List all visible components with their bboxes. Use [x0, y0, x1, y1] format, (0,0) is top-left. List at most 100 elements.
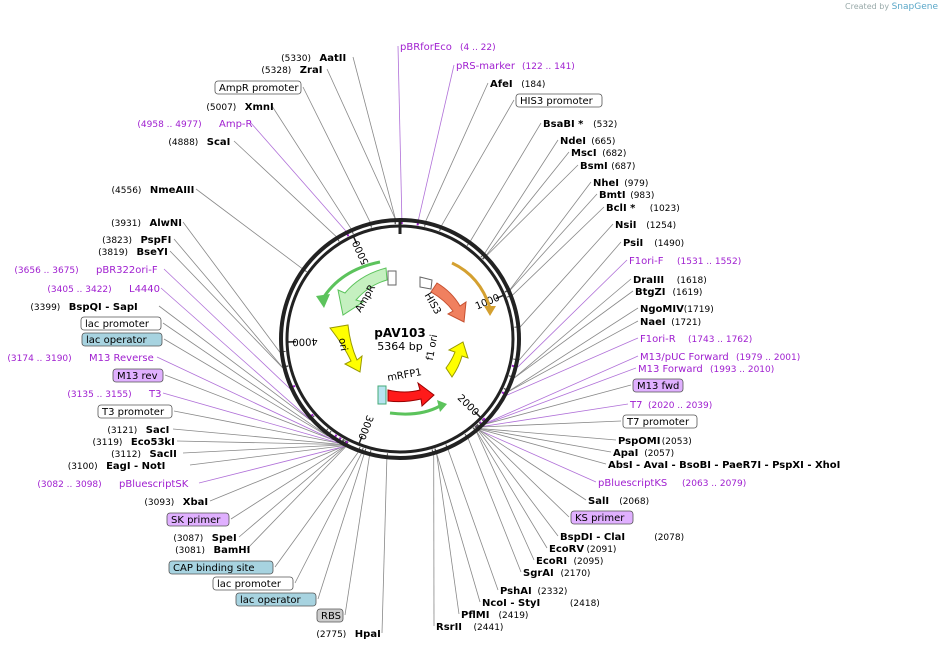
label-sk-primer[interactable]: SK primer: [166, 512, 230, 527]
label-name: SpeI: [212, 533, 237, 544]
label-pbrforeco[interactable]: pBRforEco(4 .. 22): [400, 42, 496, 53]
label-name: F1ori-F: [629, 256, 664, 267]
label-apai[interactable]: ApaI(2057): [613, 448, 674, 459]
label-position: (4556): [112, 186, 142, 196]
label-name: pBRforEco: [400, 42, 452, 53]
label-eco53ki[interactable]: (3119)Eco53kI: [93, 437, 175, 448]
feature-mrfp1-arrow[interactable]: [387, 381, 435, 408]
label-nsii[interactable]: NsiI(1254): [615, 220, 676, 231]
label-l4440[interactable]: (3405 .. 3422)L4440: [47, 284, 160, 295]
label-m13puc[interactable]: M13/pUC Forward(1979 .. 2001): [640, 352, 800, 363]
label-pflmi[interactable]: PflMI(2419): [461, 610, 528, 621]
label-zrai[interactable]: (5328)ZraI: [261, 65, 322, 76]
label-t3-promoter[interactable]: T3 promoter: [97, 404, 173, 419]
label-bspdi[interactable]: BspDI - ClaI(2078): [560, 532, 684, 543]
label-psii[interactable]: PsiI(1490): [623, 238, 684, 249]
label-lac-operator-2[interactable]: lac operator: [235, 592, 317, 607]
label-ngomiv[interactable]: NgoMIV(1719): [640, 304, 714, 315]
label-name: DraIII: [633, 275, 664, 286]
label-nhei[interactable]: NheI(979): [593, 178, 648, 189]
label-ks-primer[interactable]: KS primer: [570, 510, 634, 525]
label-t3[interactable]: (3135 .. 3155)T3: [67, 389, 161, 400]
label-prs-marker[interactable]: pRS-marker(122 .. 141): [456, 61, 575, 72]
label-m13rev[interactable]: M13 rev: [112, 368, 164, 383]
label-position: (3823): [102, 236, 132, 246]
label-pbr322ori[interactable]: (3656 .. 3675)pBR322ori-F: [14, 265, 157, 276]
label-spei[interactable]: (3087) SpeI: [173, 533, 236, 544]
label-xmni[interactable]: (5007)XmnI: [206, 102, 273, 113]
label-pbluescriptsk[interactable]: (3082 .. 3098)pBluescriptSK: [37, 479, 188, 490]
label-f1ori-r[interactable]: F1ori-R(1743 .. 1762): [640, 334, 752, 345]
label-ampr-promoter[interactable]: AmpR promoter: [214, 80, 302, 95]
label-bspqi[interactable]: (3399)BspQI - SapI: [30, 302, 137, 313]
label-f1ori-f[interactable]: F1ori-F(1531 .. 1552): [629, 256, 741, 267]
label-aatii[interactable]: (5330)AatII: [281, 53, 346, 64]
label-lac-operator-1[interactable]: lac operator: [81, 332, 163, 347]
label-m13forward[interactable]: M13 Forward(1993 .. 2010): [638, 364, 774, 375]
label-name: PspFI: [141, 235, 172, 246]
label-his3-promoter[interactable]: HIS3 promoter: [515, 93, 603, 108]
label-position: (3399): [30, 303, 60, 313]
feature-f1ori-arrow[interactable]: [445, 341, 469, 378]
label-bcli[interactable]: BclI *(1023): [606, 203, 680, 214]
label-pspomi[interactable]: PspOMI(2053): [618, 436, 692, 447]
label-eagi[interactable]: (3100)EagI - NotI: [68, 461, 166, 472]
label-bsmi[interactable]: BsmI(687): [580, 161, 635, 172]
label-ecori[interactable]: EcoRI(2095): [536, 556, 603, 567]
label-lac-promoter-1[interactable]: lac promoter: [80, 316, 162, 331]
label-m13fwd[interactable]: M13 fwd: [632, 378, 684, 393]
label-name: BseYI: [137, 247, 168, 258]
label-ncoi[interactable]: NcoI - StyI(2418): [482, 598, 600, 609]
label-rbs[interactable]: RBS: [316, 608, 344, 623]
label-naei[interactable]: NaeI(1721): [640, 317, 701, 328]
label-bsabi[interactable]: BsaBI *(532): [543, 119, 617, 130]
label-box: [80, 316, 162, 331]
label-ecorv[interactable]: EcoRV(2091): [549, 544, 616, 555]
label-hpai[interactable]: (2775)HpaI: [316, 629, 380, 640]
label-box: [235, 592, 317, 607]
label-absi[interactable]: AbsI - AvaI - BsoBI - PaeR7I - PspXI - X…: [608, 460, 944, 471]
label-name: ZraI: [300, 65, 323, 76]
leader-line: [233, 140, 337, 237]
label-pbluescriptks[interactable]: pBluescriptKS(2063 .. 2079): [598, 478, 746, 489]
label-pshai[interactable]: PshAI(2332): [500, 586, 567, 597]
feature-ampr-arrow[interactable]: [337, 267, 388, 316]
label-pspfi[interactable]: (3823) PspFI: [102, 235, 171, 246]
label-btgzi[interactable]: BtgZI(1619): [635, 287, 702, 298]
label-nmeaiii[interactable]: (4556)NmeAIII: [112, 185, 195, 196]
label-sali[interactable]: SalI(2068): [588, 496, 649, 507]
label-name: NdeI: [560, 136, 586, 147]
label-bseyi[interactable]: (3819)BseYI: [98, 247, 168, 258]
label-bamhi[interactable]: (3081)BamHI: [175, 545, 250, 556]
feature-ori-arrow[interactable]: [329, 324, 363, 373]
label-t7-promoter[interactable]: T7 promoter: [622, 414, 698, 429]
feature-his3-arrow[interactable]: [430, 282, 467, 323]
label-msci[interactable]: MscI(682): [571, 148, 626, 159]
label-cap-site[interactable]: CAP binding site: [168, 560, 274, 575]
label-position: (1619): [673, 288, 703, 298]
label-bmti[interactable]: BmtI(983): [599, 190, 654, 201]
label-position: (122 .. 141): [522, 62, 575, 72]
label-position: (3087): [173, 534, 203, 544]
label-scai[interactable]: (4888)ScaI: [168, 137, 230, 148]
label-xbai[interactable]: (3093)XbaI: [144, 497, 208, 508]
label-name: AatII: [320, 53, 347, 64]
label-amp-r[interactable]: (4958 .. 4977)Amp-R: [137, 119, 252, 130]
label-rsrii[interactable]: RsrII(2441): [436, 622, 503, 633]
leader-line: [294, 453, 362, 584]
label-t7[interactable]: T7(2020 .. 2039): [629, 400, 712, 411]
label-ndei[interactable]: NdeI(665): [560, 136, 615, 147]
label-position: (2775): [316, 630, 346, 640]
leader-line: [326, 68, 396, 219]
label-m13reverse[interactable]: (3174 .. 3190)M13 Reverse: [7, 353, 153, 364]
label-afei[interactable]: AfeI(184): [490, 79, 545, 90]
label-sacii[interactable]: (3112)SacII: [111, 449, 177, 460]
label-lac-promoter-2[interactable]: lac promoter: [212, 576, 294, 591]
label-sgrai[interactable]: SgrAI(2170): [523, 568, 590, 579]
label-name: T3: [148, 389, 161, 400]
label-alwni[interactable]: (3931)AlwNI: [111, 218, 182, 229]
label-position: (2418): [570, 599, 600, 609]
label-draiii[interactable]: DraIII(1618): [633, 275, 707, 286]
leader-line: [344, 456, 370, 616]
label-saci[interactable]: (3121)SacI: [107, 425, 169, 436]
